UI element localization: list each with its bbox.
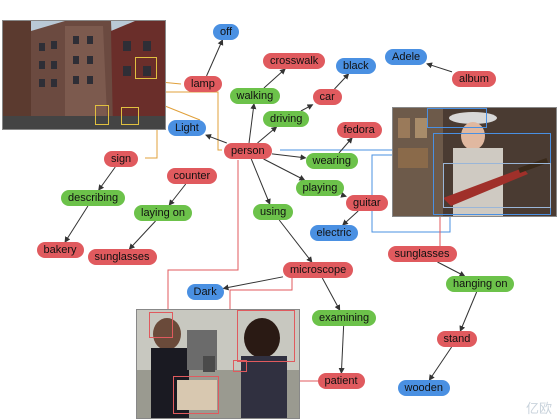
edge-stand-wooden — [428, 346, 453, 381]
edge-guitar-electric — [342, 210, 359, 226]
node-off: off — [213, 24, 240, 40]
node-person: person — [224, 143, 272, 159]
edge-person-using — [250, 158, 271, 205]
photo-street — [2, 20, 166, 130]
connector-lab-microscope — [229, 270, 293, 311]
edge-walking-crosswalk — [263, 68, 286, 89]
edge-using-microscope — [278, 219, 313, 263]
node-examining: examining — [312, 310, 377, 326]
bbox-sign-2 — [121, 107, 139, 125]
bbox-patient — [173, 376, 219, 414]
bbox-scope-part — [233, 360, 247, 372]
graph-edges — [64, 39, 478, 381]
edge-counter-laying-on — [168, 183, 187, 206]
edge-person-walking — [248, 103, 257, 144]
node-using: using — [253, 204, 294, 220]
connector-lab-person — [167, 160, 239, 311]
edge-microscope-examining — [321, 277, 341, 311]
node-microscope: microscope — [283, 262, 354, 278]
photo-lab — [136, 309, 300, 419]
edge-lamp-off — [206, 39, 224, 77]
connector-guitar-sunglasses — [395, 215, 441, 248]
edge-person-wearing — [271, 153, 307, 161]
node-stand: stand — [436, 331, 478, 347]
node-bakery: bakery — [36, 242, 84, 258]
node-fedora: fedora — [336, 122, 382, 138]
edge-driving-car — [300, 104, 314, 112]
photo-guitarist — [392, 107, 557, 217]
bbox-microscope — [149, 312, 173, 338]
edge-person-light — [205, 134, 227, 144]
bbox-sign-1 — [95, 105, 109, 125]
edge-car-black — [334, 73, 350, 90]
node-driving: driving — [263, 111, 310, 127]
node-sunglasses-l: sunglasses — [87, 249, 157, 265]
bbox-fedora — [427, 108, 487, 128]
node-lamp: lamp — [184, 76, 222, 92]
bbox-doctor — [237, 310, 295, 362]
edge-wearing-fedora — [338, 137, 353, 154]
node-album: album — [452, 71, 496, 87]
bbox-guitar — [443, 163, 551, 208]
node-sign: sign — [104, 151, 139, 167]
edge-sign-describing — [98, 166, 116, 191]
lab-photo-illustration — [137, 310, 299, 418]
edge-describing-bakery — [64, 205, 89, 243]
node-adele: Adele — [385, 49, 428, 65]
edge-person-driving — [257, 126, 278, 144]
connector-street-person — [150, 91, 222, 151]
node-car: car — [312, 89, 342, 105]
edge-hanging-on-stand — [459, 291, 478, 332]
watermark: 亿欧 — [525, 401, 552, 416]
node-dark: Dark — [186, 284, 224, 300]
node-guitar: guitar — [346, 195, 388, 211]
edge-examining-patient — [338, 325, 345, 374]
bbox-lamp — [135, 57, 157, 79]
node-wearing: wearing — [305, 153, 359, 169]
node-sunglasses-r: sunglasses — [387, 246, 457, 262]
edge-sunglasses-r-hanging-on — [437, 261, 466, 277]
node-hanging-on: hanging on — [446, 276, 515, 292]
node-laying-on: laying on — [134, 205, 193, 221]
node-electric: electric — [309, 225, 359, 241]
node-playing: playing — [295, 180, 345, 196]
node-counter: counter — [166, 168, 218, 184]
edge-laying-on-sunglasses-l — [128, 220, 156, 250]
guitarist-photo-illustration — [393, 108, 556, 216]
node-patient: patient — [317, 373, 365, 389]
edge-microscope-dark — [222, 276, 284, 291]
node-crosswalk: crosswalk — [263, 53, 326, 69]
node-walking: walking — [229, 88, 281, 104]
edge-person-playing — [263, 158, 306, 181]
node-black: black — [336, 58, 376, 74]
node-light: Light — [168, 120, 206, 136]
node-wooden: wooden — [397, 380, 451, 396]
edge-album-adele — [426, 62, 453, 73]
node-describing: describing — [61, 190, 126, 206]
